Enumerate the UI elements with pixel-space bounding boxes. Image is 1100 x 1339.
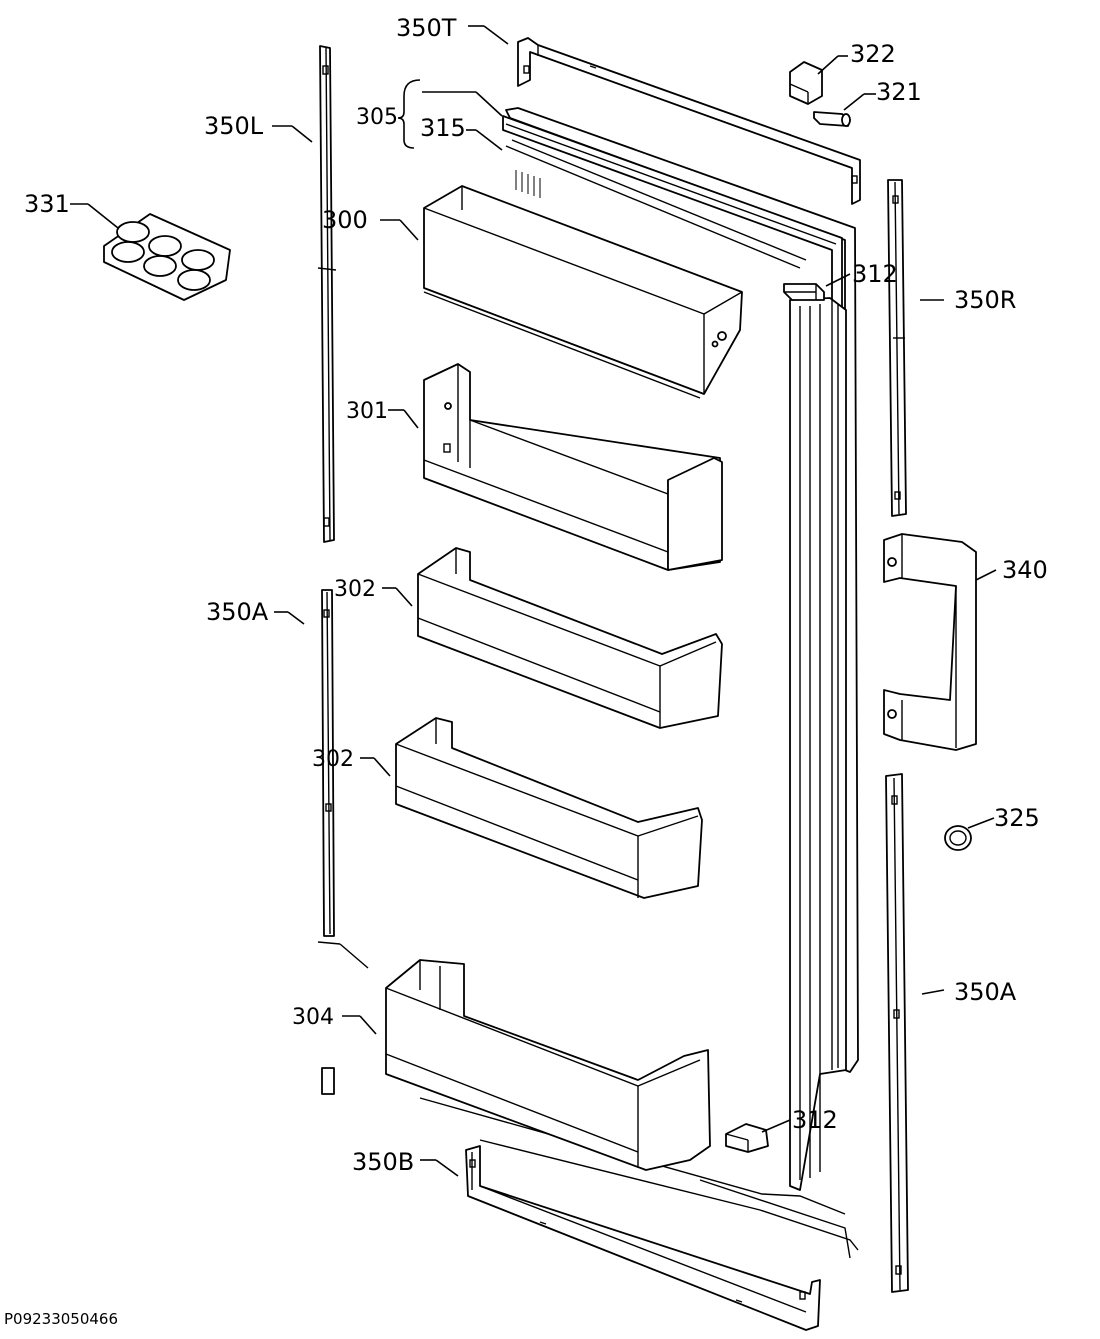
part-331-egg-tray <box>103 213 231 301</box>
label-302-upper: 302 <box>334 577 376 602</box>
part-322-hinge-cap <box>789 61 823 105</box>
part-312-top-clip <box>783 283 825 301</box>
label-340: 340 <box>1002 556 1048 584</box>
leader-lines <box>70 25 997 1177</box>
part-350A-right-strip <box>885 773 909 1293</box>
label-300: 300 <box>322 206 368 234</box>
part-302-lower-bottle-shelf <box>395 717 703 899</box>
part-labels: 350T 322 321 305 315 350L 331 300 312 35… <box>4 14 1048 1328</box>
part-340-handle <box>883 533 977 751</box>
label-350A-right: 350A <box>954 978 1017 1006</box>
label-350R: 350R <box>954 286 1016 314</box>
label-301: 301 <box>346 399 388 424</box>
part-350A-left-strip <box>317 589 369 1095</box>
part-350T-top-strip <box>517 37 861 205</box>
label-350T: 350T <box>396 14 457 42</box>
label-315: 315 <box>420 114 466 142</box>
label-350B: 350B <box>352 1148 414 1176</box>
label-321: 321 <box>876 78 922 106</box>
part-300-dairy-box <box>423 185 743 399</box>
label-305: 305 <box>356 105 398 130</box>
label-350A-left: 350A <box>206 598 269 626</box>
label-312-top: 312 <box>852 260 898 288</box>
drawing-code: P09233050466 <box>4 1310 118 1328</box>
label-304: 304 <box>292 1005 334 1030</box>
part-350L-left-strip <box>317 45 337 543</box>
part-312-bottom-clip <box>725 1123 769 1153</box>
label-312-bottom: 312 <box>792 1106 838 1134</box>
part-350R-right-strip <box>887 179 907 517</box>
label-350L: 350L <box>204 112 264 140</box>
label-331: 331 <box>24 190 70 218</box>
part-305-door-frame <box>419 107 859 1259</box>
part-304-bottom-bin <box>385 959 711 1171</box>
part-350B-bottom-strip <box>465 1145 821 1331</box>
label-325: 325 <box>994 804 1040 832</box>
part-321-hinge-pin <box>813 111 851 127</box>
label-302-lower: 302 <box>312 747 354 772</box>
label-322: 322 <box>850 40 896 68</box>
part-325-plug <box>944 825 972 851</box>
part-301-door-shelf <box>423 363 723 571</box>
part-302-upper-bottle-shelf <box>417 547 723 729</box>
